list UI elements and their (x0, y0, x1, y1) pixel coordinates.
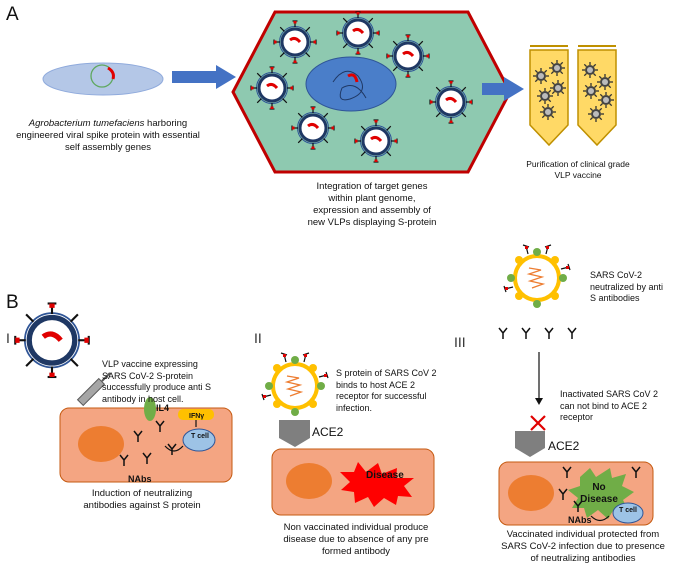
neutralized-text: SARS CoV-2 neutralized by anti S antibod… (590, 270, 664, 303)
section-2-numeral: II (254, 330, 262, 346)
section-3-caption: Vaccinated individual protected from SAR… (501, 529, 665, 564)
ace2-label-2: ACE2 (312, 425, 344, 439)
section-1-numeral: I (6, 330, 10, 346)
purification-tubes (529, 45, 617, 147)
arrow-a2 (482, 77, 524, 101)
antibody-icon (567, 327, 577, 340)
nabs-label-3: NAbs (568, 515, 592, 525)
blocked-x-icon (530, 415, 546, 431)
ifng-label: IFNγ (189, 413, 204, 420)
agro-caption: Agrobacterium tumefaciens harboring engi… (14, 118, 202, 154)
binding-text: S protein of SARS CoV 2 binds to host AC… (336, 368, 437, 413)
panel-b-letter: B (6, 292, 19, 313)
section-3-numeral: III (454, 334, 466, 350)
t-cell-icon-3 (612, 502, 644, 524)
inactivated-text: Inactivated SARS CoV 2 can not bind to A… (560, 389, 659, 422)
section-3-protection (498, 243, 654, 526)
section-2-caption: Non vaccinated individual produce diseas… (283, 522, 429, 557)
antibody-icon (521, 327, 531, 340)
il4-label: IL4 (156, 403, 170, 413)
disease-burst (340, 462, 414, 507)
antibody-icon (498, 327, 508, 340)
nucleus-2 (286, 463, 332, 499)
nucleus-1 (78, 426, 124, 462)
ace2-label-3: ACE2 (548, 439, 580, 453)
disease-label: Disease (366, 470, 404, 481)
ace2-receptor-icon (279, 420, 310, 447)
plant-cell-hexagon (231, 10, 512, 174)
sars-cov-2-neutralized-icon (502, 243, 572, 310)
integration-caption: Integration of target genes within plant… (307, 181, 437, 228)
agrobacterium-cell (42, 62, 164, 96)
sars-cov-2-icon (260, 351, 330, 418)
nucleus-3 (508, 475, 554, 511)
arrow-a1 (172, 65, 236, 89)
ace2-receptor-icon-3 (515, 431, 545, 457)
agro-caption-italic: Agrobacterium tumefaciens (28, 118, 145, 129)
t-cell-label-3: T cell (619, 507, 637, 514)
no-disease-label-1: No (592, 482, 605, 493)
t-cell-label-1: T cell (191, 433, 209, 440)
il4-icon (144, 397, 156, 421)
ifng-badge (178, 409, 214, 420)
nabs-label-1: NAbs (128, 474, 152, 484)
panel-a-letter: A (6, 4, 19, 25)
antibody-icon (544, 327, 554, 340)
plant-genome-icon (332, 70, 367, 101)
no-disease-label-2: Disease (580, 494, 618, 505)
vlp-vaccine-icon (15, 304, 89, 378)
agro-caption-rest: harboring engineered viral spike protein… (16, 118, 200, 153)
t-cell-icon-1 (182, 428, 216, 452)
section-1-vaccine (15, 304, 233, 483)
section-1-caption: Induction of neutralizing antibodies aga… (83, 488, 201, 511)
vlp-vaccine-text: VLP vaccine expressing SARS CoV-2 S-prot… (102, 359, 212, 404)
section-2-infection (260, 351, 435, 516)
purification-caption: Purification of clinical grade VLP vacci… (526, 159, 630, 180)
